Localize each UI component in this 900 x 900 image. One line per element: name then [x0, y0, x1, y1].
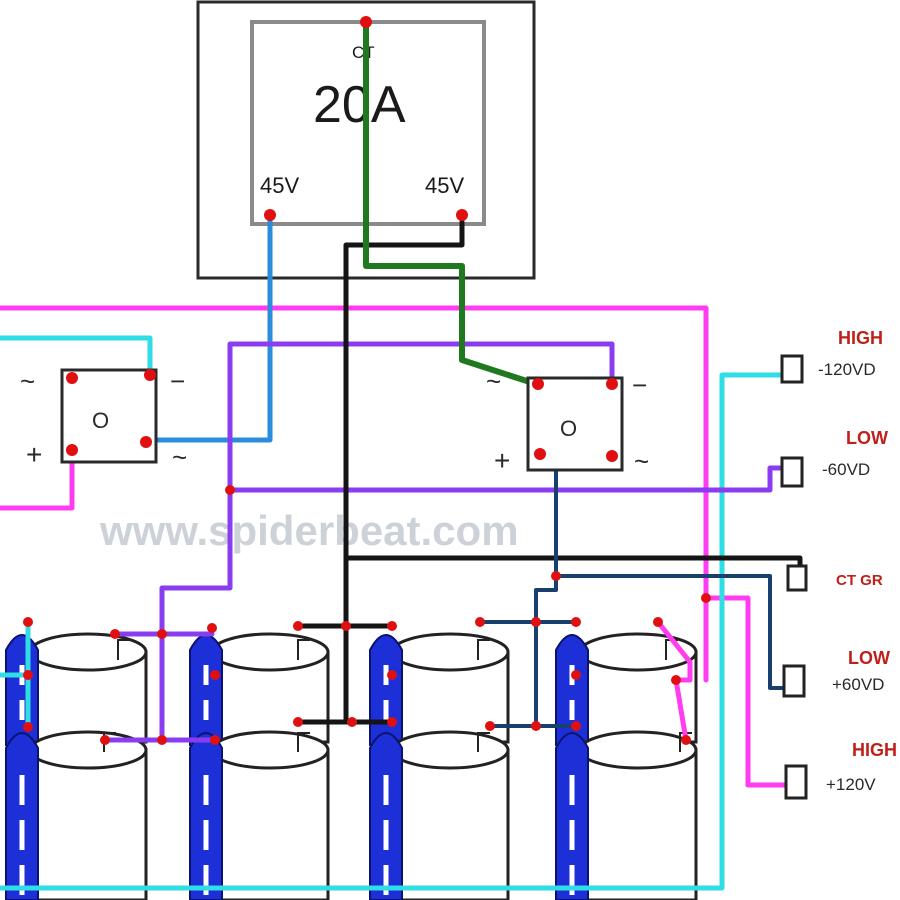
capacitor-leads [103, 639, 692, 752]
rectifier-left-ac-label: ~ [20, 366, 35, 396]
capacitor-upper-2 [189, 632, 330, 746]
wire-purple-rectifier-link [159, 341, 615, 743]
output-terminal-low-positive: LOW +60VD [782, 648, 890, 698]
output-label-high-negative: HIGH [838, 328, 883, 348]
capacitor-lower-2 [189, 730, 330, 900]
rectifier-left-negative-label: − [170, 366, 185, 396]
watermark-text: www.spiderbeat.com [99, 507, 519, 554]
capacitor-lower-1 [5, 730, 148, 900]
capacitor-bank [5, 632, 698, 900]
rectifier-right-negative-label: − [632, 370, 647, 400]
rectifier-right-ac2-label: ~ [634, 446, 649, 476]
wire-magenta-cap4 [655, 619, 693, 743]
output-label-high-positive: HIGH [852, 740, 897, 760]
output-label-low-positive: LOW [848, 648, 890, 668]
output-terminal-high-negative: HIGH -120VD [780, 328, 883, 384]
output-terminals: HIGH -120VD LOW -60VD CT GR LOW +60VD HI… [780, 328, 897, 800]
rectifier-left-ac2-label: ~ [172, 442, 187, 472]
output-value-high-positive: +120V [826, 775, 876, 794]
terminal-dots [23, 16, 711, 745]
capacitor-lower-3 [369, 730, 510, 900]
bridge-rectifier-left: O ~ − + ~ [20, 366, 187, 472]
rectifier-right-ac-label: ~ [486, 366, 501, 396]
output-value-low-positive: +60VD [832, 675, 884, 694]
output-label-low-negative: LOW [846, 428, 888, 448]
rectifier-left-positive-label: + [26, 439, 42, 470]
output-terminal-high-positive: HIGH +120V [784, 740, 897, 800]
wire-cyan-high-negative [0, 372, 795, 891]
capacitor-upper-4 [555, 632, 698, 746]
rectifier-left-center-symbol: O [92, 408, 109, 433]
transformer-right-winding-label: 45V [425, 173, 464, 198]
transformer-rating-label: 20A [313, 76, 406, 134]
output-terminal-ct-ground: CT GR [786, 564, 883, 592]
capacitor-lower-4 [555, 730, 698, 900]
transformer-left-winding-label: 45V [260, 173, 299, 198]
output-label-ct-ground: CT GR [836, 572, 883, 589]
output-terminal-low-negative: LOW -60VD [780, 428, 888, 488]
capacitor-polarity-stripes [19, 665, 575, 895]
rectifier-right-center-symbol: O [560, 416, 577, 441]
wire-cyan-ac-left [0, 335, 153, 378]
output-value-low-negative: -60VD [822, 460, 870, 479]
output-value-high-negative: -120VD [818, 360, 876, 379]
wire-magenta-high-positive [703, 595, 798, 788]
rectifier-right-positive-label: + [494, 445, 510, 476]
bridge-rectifier-right: O ~ − + ~ [486, 366, 649, 476]
wire-navy-rectifier-output [478, 450, 794, 728]
